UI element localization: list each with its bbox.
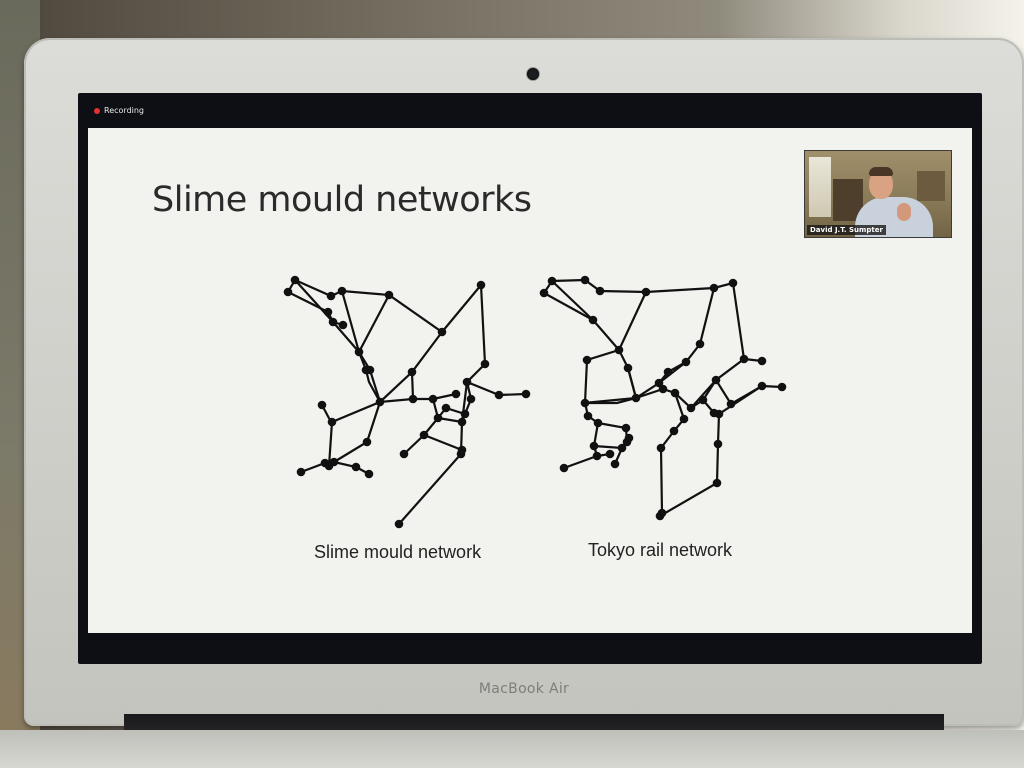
laptop-base (0, 730, 1024, 768)
participant-video-tile[interactable]: David J.T. Sumpter (804, 150, 952, 238)
tokyo-rail-network-nodes (539, 275, 787, 521)
participant-name-label: David J.T. Sumpter (807, 225, 886, 235)
slide-title: Slime mould networks (152, 180, 532, 220)
participant-hand (897, 203, 911, 221)
participant-hair (869, 167, 893, 176)
video-window (809, 157, 831, 217)
recording-indicator: Recording (94, 106, 144, 115)
recording-label: Recording (104, 106, 145, 115)
video-cabinet (917, 171, 945, 201)
laptop-brand-label: MacBook Air (478, 681, 570, 697)
tokyo-rail-network-label: Tokyo rail network (588, 540, 733, 560)
network-diagrams (283, 275, 787, 529)
tokyo-rail-network-diagram (543, 278, 783, 517)
webcam-icon (527, 68, 539, 80)
slime-mould-network-nodes (283, 275, 531, 529)
slime-mould-network-label: Slime mould network (314, 542, 482, 562)
recording-dot-icon (94, 107, 100, 114)
